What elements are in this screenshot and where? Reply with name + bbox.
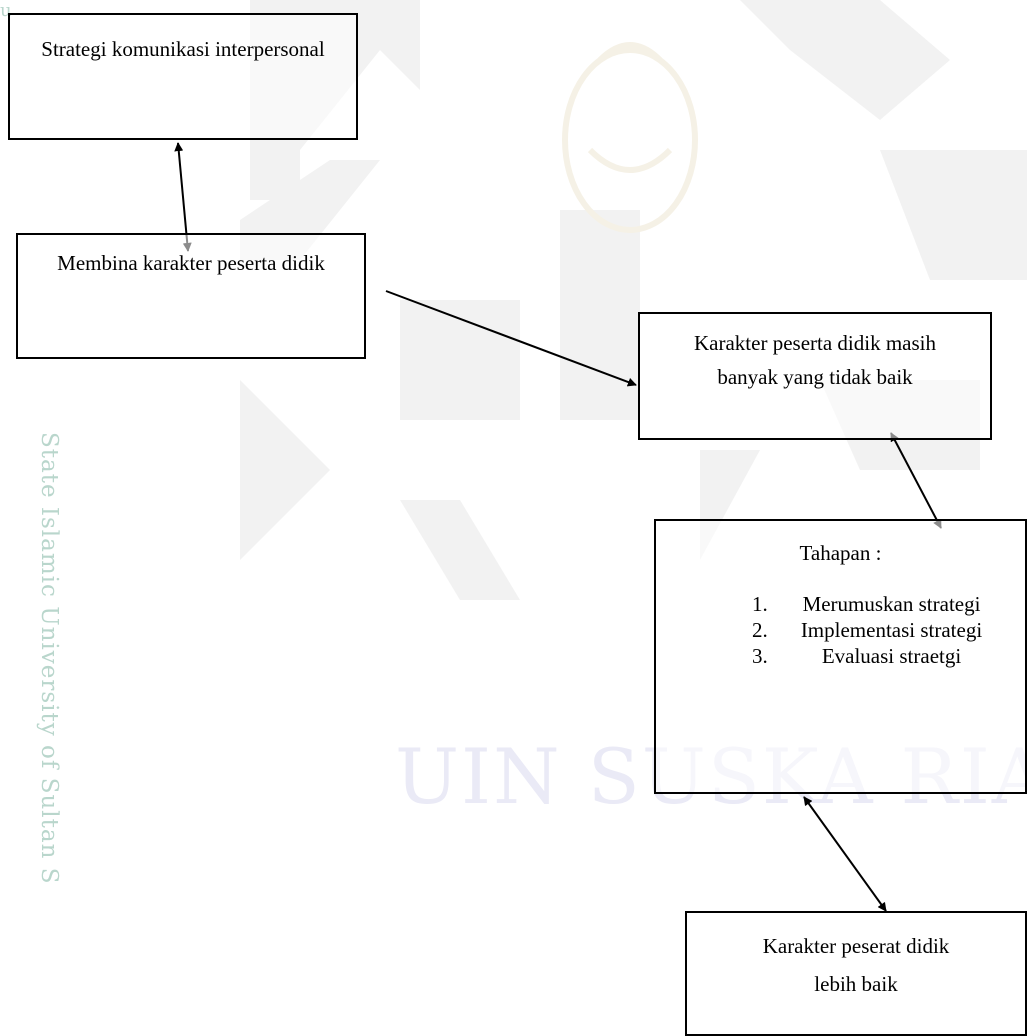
tahapan-step: 1. Merumuskan strategi (656, 591, 1025, 617)
box-strategi-komunikasi-text: Strategi komunikasi interpersonal (41, 37, 325, 61)
step-label: Implementasi strategi (800, 618, 983, 642)
step-number: 1. (752, 592, 768, 616)
step-number: 3. (752, 644, 768, 668)
box-karakter-tidak-baik-text: Karakter peserta didik masih banyak yang… (694, 331, 936, 389)
arrow-tahapan-hasil (803, 796, 887, 912)
watermark-fragment: u (0, 0, 12, 21)
box-membina-karakter: Membina karakter peserta didik (16, 233, 366, 359)
tahapan-steps: 1. Merumuskan strategi 2. Implementasi s… (656, 591, 1025, 669)
tahapan-title: Tahapan : (799, 541, 882, 565)
step-label: Merumuskan strategi (802, 592, 981, 616)
box-karakter-lebih-baik-text: Karakter peserat didik lebih baik (762, 934, 950, 996)
tahapan-step: 3. Evaluasi straetgi (656, 643, 1025, 669)
box-membina-karakter-text: Membina karakter peserta didik (57, 251, 325, 275)
box-tahapan: Tahapan : 1. Merumuskan strategi 2. Impl… (654, 519, 1027, 794)
arrow-membina-karakter (385, 290, 637, 387)
step-number: 2. (752, 618, 768, 642)
box-karakter-tidak-baik: Karakter peserta didik masih banyak yang… (638, 312, 992, 440)
arrow-karakter-tahapan (890, 432, 942, 529)
box-karakter-lebih-baik: Karakter peserat didik lebih baik (685, 911, 1027, 1036)
step-label: Evaluasi straetgi (821, 644, 962, 668)
tahapan-step: 2. Implementasi strategi (656, 617, 1025, 643)
box-strategi-komunikasi: Strategi komunikasi interpersonal (8, 13, 358, 140)
